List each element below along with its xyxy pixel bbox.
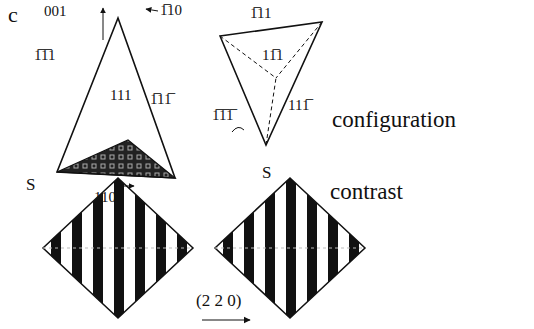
plane-label: 111̅: [288, 98, 309, 113]
right-tetrahedron: [220, 22, 322, 145]
plane-label: 1̅1̅1: [34, 48, 55, 63]
plane-label: 1̅11̅: [150, 92, 171, 107]
plane-label: 11̅1: [262, 48, 283, 63]
row-label: configuration: [332, 108, 456, 131]
direction-label: 1̅10: [160, 3, 182, 18]
panel-letter: c: [8, 4, 18, 26]
plane-label: 111: [110, 88, 131, 103]
plane-label: 1̅1̅1̅: [212, 108, 233, 123]
row-label: contrast: [330, 180, 403, 203]
direction-label: 001: [44, 4, 67, 19]
fault-label: S: [262, 164, 271, 181]
left-tetrahedron: [57, 8, 175, 186]
fault-label: S: [26, 176, 35, 193]
fringe-contrast: [51, 175, 187, 325]
direction-label: 110: [94, 190, 116, 205]
reflection-label: (2 2 0): [196, 292, 241, 309]
plane-label: 1̅11: [250, 6, 271, 21]
